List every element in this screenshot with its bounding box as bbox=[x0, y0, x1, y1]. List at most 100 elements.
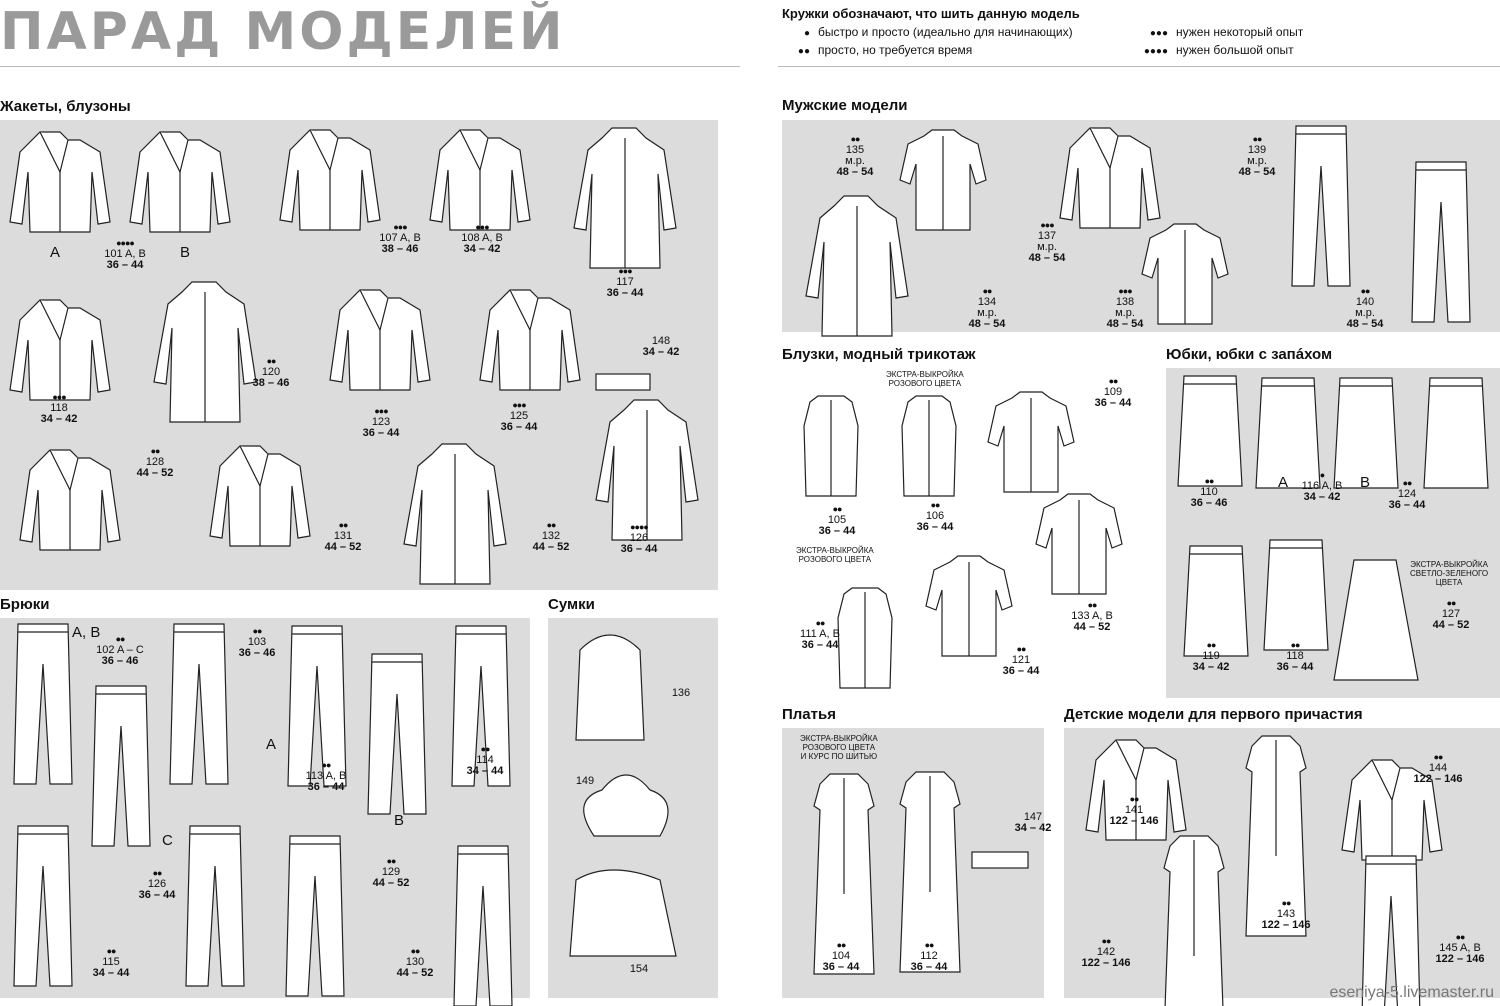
label-line: 123 bbox=[371, 416, 391, 428]
label-line: 48 – 54 bbox=[836, 166, 874, 178]
label-line: 122 – 146 bbox=[1109, 815, 1159, 827]
figure-102b bbox=[91, 685, 151, 847]
label-line: 44 – 52 bbox=[396, 967, 434, 979]
label-line: ●● bbox=[252, 626, 263, 636]
figure-124 bbox=[1423, 377, 1489, 489]
label-line: ●● bbox=[321, 760, 332, 770]
figure-138 bbox=[1141, 223, 1229, 325]
label-line: 38 – 46 bbox=[252, 377, 290, 389]
label-line: 137 bbox=[1037, 230, 1057, 242]
label-line: ●● bbox=[410, 946, 421, 956]
figure-135 bbox=[899, 129, 987, 231]
panel-trousers bbox=[0, 618, 530, 998]
label-line: ●● bbox=[1455, 932, 1466, 942]
label-line: ●●● bbox=[475, 222, 489, 232]
label-line: ●●● bbox=[618, 266, 632, 276]
figure-102a bbox=[13, 623, 73, 785]
label-line: 34 – 42 bbox=[1303, 491, 1341, 503]
label-line: 132 bbox=[541, 530, 561, 542]
label-line: ●● bbox=[106, 946, 117, 956]
label-line: 36 – 44 bbox=[916, 521, 954, 533]
label-line: 122 – 146 bbox=[1435, 953, 1485, 965]
label-line: ●●● bbox=[1118, 286, 1132, 296]
label-line: 102 A – C bbox=[96, 644, 144, 656]
label-line: м.р. bbox=[1037, 241, 1057, 253]
label-line: 36 – 44 bbox=[606, 287, 644, 299]
label-line: ●● bbox=[1206, 640, 1217, 650]
label-line: ●● bbox=[115, 634, 126, 644]
label-line: ●●● bbox=[1040, 220, 1054, 230]
label-line: 122 – 146 bbox=[1261, 919, 1311, 931]
label-line: 139 bbox=[1247, 144, 1267, 156]
label-line: 44 – 52 bbox=[1073, 621, 1111, 633]
label-line: 48 – 54 bbox=[968, 318, 1006, 330]
label-line: 34 – 44 bbox=[92, 967, 130, 979]
label-line: 114 bbox=[476, 754, 494, 766]
figure-142 bbox=[1163, 835, 1225, 1006]
label-line: ●● bbox=[850, 134, 861, 144]
watermark: eseniya-5.livemaster.ru bbox=[1329, 984, 1494, 1001]
figure-147-belt bbox=[971, 851, 1029, 869]
label-line: ●● bbox=[1101, 936, 1112, 946]
label-line: 118 bbox=[1286, 650, 1304, 662]
label-line: м.р. bbox=[977, 307, 997, 319]
legend: Кружки обозначают, что шить данную модел… bbox=[782, 6, 1080, 21]
figure-125 bbox=[479, 289, 581, 391]
label-line: 36 – 44 bbox=[106, 259, 144, 271]
label-line: ●● bbox=[1360, 286, 1371, 296]
label-line: ●● bbox=[1108, 376, 1119, 386]
label-line: ●● bbox=[386, 856, 397, 866]
label-line: 36 – 44 bbox=[362, 427, 400, 439]
label-line: ●●● bbox=[52, 392, 66, 402]
label-line: 36 – 44 bbox=[1094, 397, 1132, 409]
legend-dots: ●●●● bbox=[1143, 46, 1168, 57]
label-line: 48 – 54 bbox=[1106, 318, 1144, 330]
label-line: 48 – 54 bbox=[1028, 252, 1066, 264]
label-line: ●● bbox=[930, 500, 941, 510]
label-line: 36 – 44 bbox=[620, 543, 658, 555]
figure-154 bbox=[569, 869, 677, 957]
label-line: 36 – 44 bbox=[1388, 499, 1426, 511]
figure-113b bbox=[367, 653, 427, 815]
label-line: 34 – 42 bbox=[40, 413, 78, 425]
label-line: 44 – 52 bbox=[372, 877, 410, 889]
label-line: 148 bbox=[651, 335, 671, 347]
figure-127 bbox=[1333, 559, 1419, 681]
label-line: 119 bbox=[1202, 650, 1220, 662]
label-line: 130 bbox=[405, 956, 425, 968]
label-line: 36 – 46 bbox=[238, 647, 276, 659]
label-line: 135 bbox=[845, 144, 865, 156]
label-line: ●● bbox=[1129, 794, 1140, 804]
figure-121 bbox=[925, 555, 1013, 657]
divider bbox=[778, 66, 1500, 67]
label-line: 107 A, B bbox=[379, 232, 421, 244]
legend-row: ●●просто, но требуется время bbox=[770, 43, 972, 57]
label-line: ●● bbox=[152, 868, 163, 878]
label-line: ●● bbox=[546, 520, 557, 530]
label-line: 34 – 42 bbox=[1192, 661, 1230, 673]
label-line: ●● bbox=[1087, 600, 1098, 610]
label-line: 140 bbox=[1355, 296, 1375, 308]
variant-letter: A, B bbox=[72, 624, 101, 641]
label-line: 105 bbox=[827, 514, 847, 526]
extra-pattern-tag: ЭКСТРА-ВЫКРОЙКА РОЗОВОГО ЦВЕТА И КУРС ПО… bbox=[800, 734, 878, 761]
label-line: 36 – 44 bbox=[1276, 661, 1314, 673]
